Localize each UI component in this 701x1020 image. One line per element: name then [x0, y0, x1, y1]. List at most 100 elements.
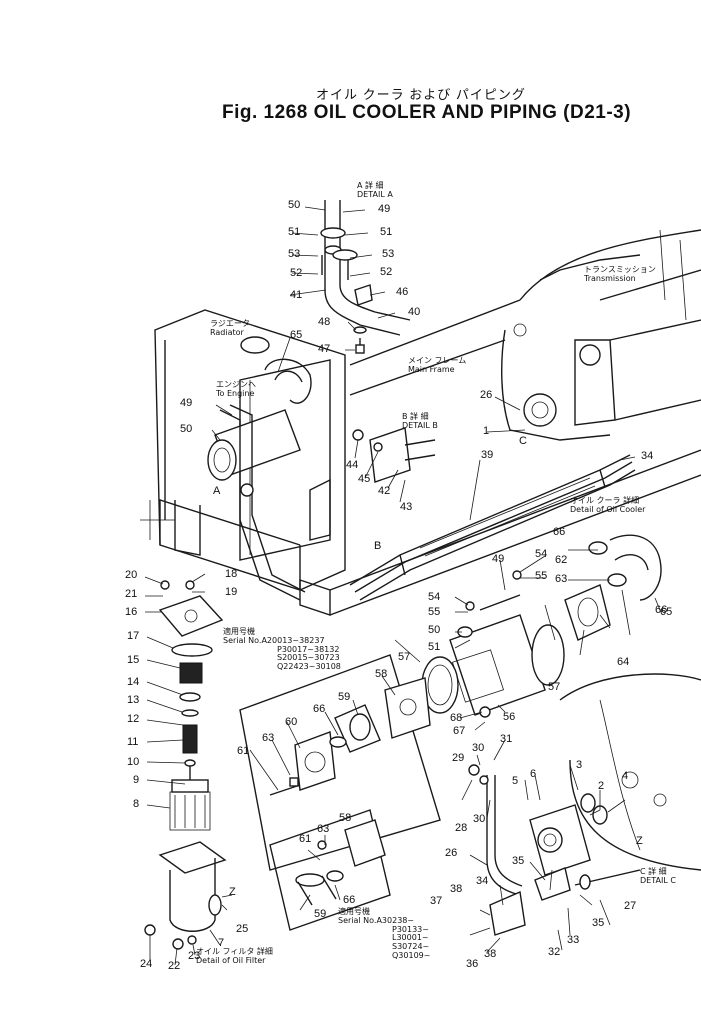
callout-27: 27 — [624, 900, 637, 912]
callout-66: 66 — [553, 526, 566, 538]
callout-49: 49 — [492, 553, 505, 565]
callout-56: 56 — [503, 711, 516, 723]
callout-38: 38 — [484, 948, 497, 960]
callout-58: 58 — [375, 668, 388, 680]
callout-19: 19 — [225, 586, 238, 598]
callout-35: 35 — [512, 855, 525, 867]
callout-11: 11 — [127, 736, 139, 748]
callout-28: 28 — [455, 822, 468, 834]
callout-25: 25 — [236, 923, 249, 935]
callout-58: 58 — [339, 812, 352, 824]
pump-assembly — [468, 673, 701, 936]
callout-53: 53 — [288, 248, 301, 260]
callout-32: 32 — [548, 946, 561, 958]
letter-z-pump: Z — [636, 835, 643, 847]
callout-50: 50 — [428, 624, 441, 636]
callout-61: 61 — [237, 745, 250, 757]
callout-10: 10 — [127, 756, 140, 768]
callout-18: 18 — [225, 568, 238, 580]
oil-cooler-detail — [421, 534, 662, 718]
callout-15: 15 — [127, 654, 140, 666]
callout-66: 66 — [343, 894, 356, 906]
callout-66: 66 — [655, 604, 668, 616]
callout-59: 59 — [314, 908, 327, 920]
callout-5: 5 — [512, 775, 519, 787]
callout-46: 46 — [396, 286, 409, 298]
label-serial-range-2: 適用号機 Serial No.A30238~ P30133~ L30001~ S… — [338, 907, 431, 960]
callout-26: 26 — [480, 389, 493, 401]
callout-63: 63 — [262, 732, 275, 744]
callout-52: 52 — [290, 267, 303, 279]
detail-b-block — [352, 427, 436, 483]
callout-24: 24 — [140, 958, 153, 970]
callout-63: 63 — [317, 823, 330, 835]
callout-34: 34 — [641, 450, 654, 462]
callout-66: 66 — [313, 703, 326, 715]
callout-35: 35 — [592, 917, 605, 929]
leader-lines — [144, 206, 661, 966]
letter-b: B — [374, 540, 382, 552]
callout-9: 9 — [133, 774, 140, 786]
callout-45: 45 — [358, 473, 371, 485]
callout-49: 49 — [378, 203, 391, 215]
callout-21: 21 — [125, 588, 138, 600]
callout-47: 47 — [318, 343, 331, 355]
callout-65: 65 — [660, 606, 673, 618]
letter-a: A — [213, 485, 221, 497]
callout-67: 67 — [453, 725, 466, 737]
transmission-housing — [501, 229, 701, 441]
title-japanese: オイル クーラ および パイピング — [316, 87, 526, 102]
callout-60: 60 — [285, 716, 298, 728]
callout-53: 53 — [382, 248, 395, 260]
callout-64: 64 — [617, 656, 630, 668]
serial-a30238-group — [269, 809, 391, 931]
callout-37: 37 — [430, 895, 443, 907]
callout-49: 49 — [180, 397, 193, 409]
callout-2: 2 — [598, 780, 605, 792]
callout-13: 13 — [127, 694, 140, 706]
callout-26: 26 — [445, 847, 458, 859]
callout-51: 51 — [428, 641, 441, 653]
hoses-39 — [349, 454, 636, 601]
callout-59: 59 — [338, 691, 351, 703]
callout-1: 1 — [483, 425, 490, 437]
oil-filter-stack — [144, 580, 227, 950]
main-frame — [299, 299, 701, 616]
callout-34: 34 — [476, 875, 489, 887]
callout-43: 43 — [400, 501, 413, 513]
callout-52: 52 — [380, 266, 393, 278]
callout-6: 6 — [530, 768, 537, 780]
callout-30: 30 — [472, 742, 485, 754]
callout-40: 40 — [408, 306, 421, 318]
callout-42: 42 — [378, 485, 391, 497]
callout-14: 14 — [127, 676, 140, 688]
callout-41: 41 — [290, 289, 303, 301]
callout-31: 31 — [500, 733, 513, 745]
callout-17: 17 — [127, 630, 140, 642]
page-title: Fig. 1268 OIL COOLER AND PIPING (D21-3) — [222, 102, 632, 123]
callout-51: 51 — [380, 226, 393, 238]
letter-z-filter: Z — [229, 886, 236, 898]
callout-57: 57 — [398, 651, 411, 663]
callout-48: 48 — [318, 316, 331, 328]
callout-12: 12 — [127, 713, 140, 725]
callout-55: 55 — [428, 606, 441, 618]
callout-36: 36 — [466, 958, 479, 970]
callout-16: 16 — [125, 606, 138, 618]
callout-38: 38 — [450, 883, 463, 895]
detail-a-pipes — [320, 200, 411, 354]
callout-63: 63 — [555, 573, 568, 585]
callout-57: 57 — [548, 681, 561, 693]
callout-20: 20 — [125, 569, 138, 581]
callout-61: 61 — [299, 833, 312, 845]
callout-22: 22 — [168, 960, 181, 972]
callout-54: 54 — [535, 548, 548, 560]
callout-33: 33 — [567, 934, 580, 946]
